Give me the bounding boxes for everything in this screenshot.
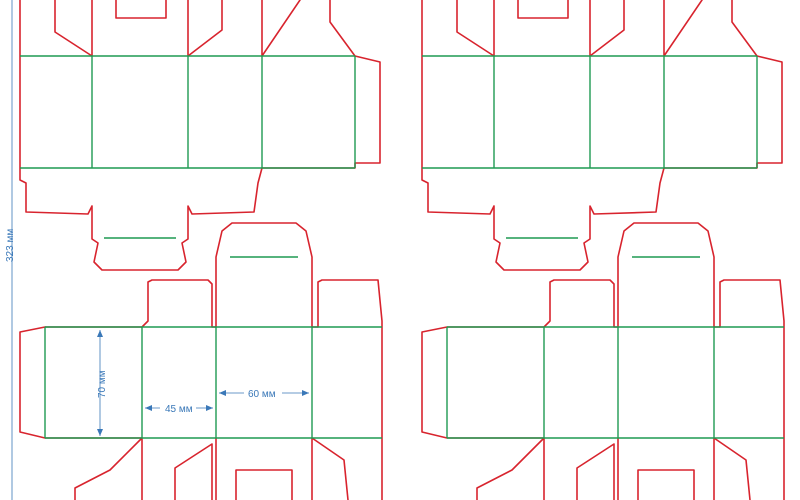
arrow-right-icon — [206, 405, 213, 411]
fold-line — [422, 55, 758, 239]
arrow-left-icon — [145, 405, 152, 411]
flap-cut-center — [91, 0, 189, 57]
arrow-left-icon — [219, 390, 226, 396]
cut-line — [421, 0, 783, 271]
box-length-label: 60 мм — [248, 389, 276, 400]
arrow-down-icon — [97, 429, 103, 436]
dieline-top-left — [19, 0, 381, 271]
flap-cut-left — [456, 0, 495, 57]
cut-line — [19, 0, 381, 271]
fold-line — [44, 256, 382, 439]
box-width-label: 45 мм — [165, 404, 193, 415]
flap-cut-center — [493, 0, 591, 57]
sheet-height-dimension: 323 мм — [5, 0, 16, 500]
fold-line — [20, 55, 356, 239]
dieline-bottom-right — [421, 222, 785, 500]
box-width-label-bg — [160, 400, 196, 414]
flap-cut-right — [589, 0, 703, 57]
dieline-top-right — [421, 0, 783, 271]
box-width-dimension: 45 мм — [145, 400, 213, 415]
sheet-height-label: 323 мм — [5, 229, 16, 262]
cut-line — [19, 222, 383, 500]
arrow-right-icon — [302, 390, 309, 396]
box-height-dimension: 70 мм — [97, 330, 108, 436]
box-length-label-bg — [244, 385, 282, 399]
dieline-bottom-left — [19, 222, 383, 500]
arrow-up-icon — [97, 330, 103, 337]
cut-line — [421, 222, 785, 500]
box-height-label: 70 мм — [97, 370, 108, 398]
flap-cut-left — [54, 0, 93, 57]
flap-cut-right — [187, 0, 301, 57]
box-length-dimension: 60 мм — [219, 385, 309, 400]
fold-line — [446, 256, 784, 439]
